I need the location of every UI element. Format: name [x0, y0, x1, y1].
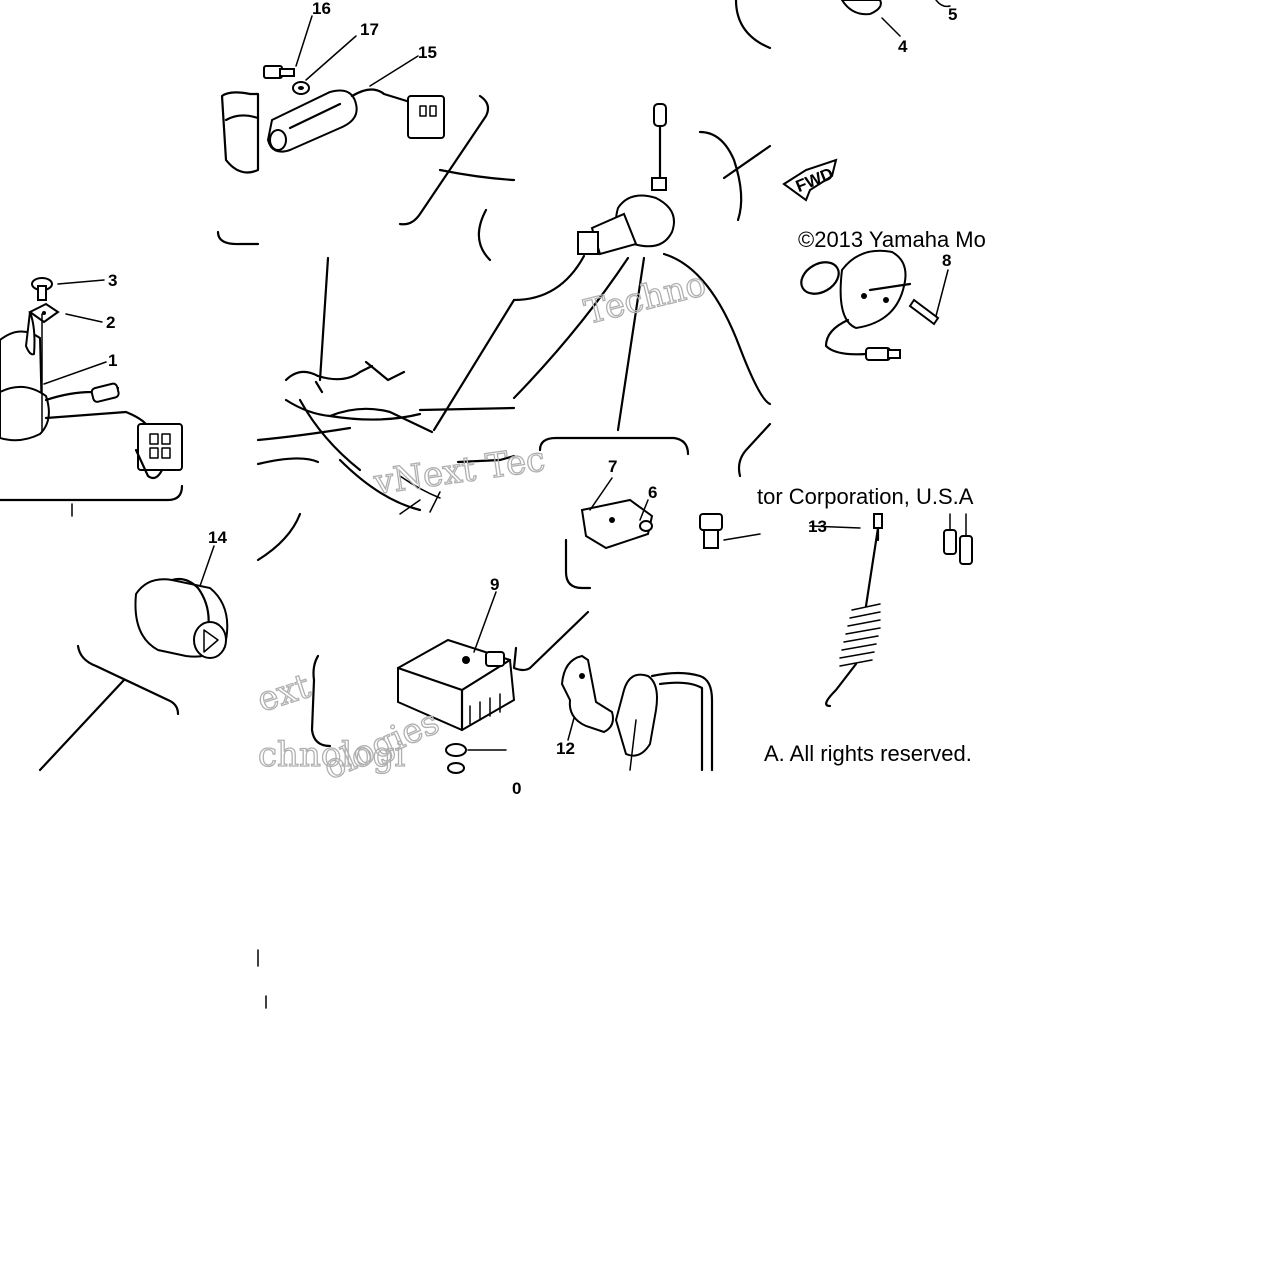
callout-8: 8 — [942, 251, 951, 270]
watermark-text: vNext Tec — [371, 439, 548, 503]
copyright-block: ©2013 Yamaha Mo tor Corporation, U.S.A A… — [757, 227, 986, 766]
flasher-relay-icon — [38, 545, 229, 772]
oil-level-switch-icon — [560, 654, 714, 772]
callout-leaders-left — [41, 279, 107, 517]
copyright-line-1: ©2013 Yamaha Mo — [798, 227, 986, 252]
bracket-panel-icon — [538, 422, 772, 590]
callout-14: 14 — [208, 528, 227, 547]
callout-3: 3 — [108, 271, 117, 290]
watermark-text: ext — [252, 666, 315, 721]
callout-2: 2 — [106, 313, 115, 332]
callout-4: 4 — [898, 37, 908, 56]
spring-icon — [809, 513, 883, 708]
callout-16: 16 — [312, 0, 331, 18]
callout-1: 1 — [108, 351, 117, 370]
copyright-line-2: tor Corporation, U.S.A — [757, 484, 974, 509]
watermark-text: chnologi — [258, 735, 405, 775]
callout-15: 15 — [418, 43, 437, 62]
callout-17: 17 — [360, 20, 379, 39]
wire-harness-icon — [256, 252, 772, 562]
callout-numbers: 16 17 15 5 4 3 2 1 8 7 6 14 13 9 12 0 — [106, 0, 957, 798]
copyright-line-3: A. All rights reserved. — [764, 741, 972, 766]
fragment-marks — [257, 949, 267, 1009]
terminal-icon — [943, 513, 973, 565]
watermark-text: Techno — [581, 264, 710, 333]
callout-9: 9 — [490, 575, 499, 594]
main-switch-icon — [0, 277, 184, 502]
callout-12: 12 — [556, 739, 575, 758]
bracket-icon — [580, 477, 654, 550]
rectifier-regulator-icon — [310, 591, 590, 774]
callout-leaders-top — [295, 15, 419, 87]
callout-7: 7 — [608, 457, 617, 476]
neutral-switch-icon — [800, 249, 949, 361]
bolt-icon — [699, 513, 761, 549]
panel-masks — [770, 0, 1285, 226]
clamp-icon — [734, 0, 951, 50]
callout-5: 5 — [948, 5, 957, 24]
callout-6: 6 — [648, 483, 657, 502]
callout-0: 0 — [512, 779, 521, 798]
callout-13: 13 — [808, 517, 827, 536]
relay-assembly-icon — [216, 65, 516, 246]
oil-switch-icon — [477, 103, 772, 302]
watermark-text: ologies — [317, 702, 445, 788]
